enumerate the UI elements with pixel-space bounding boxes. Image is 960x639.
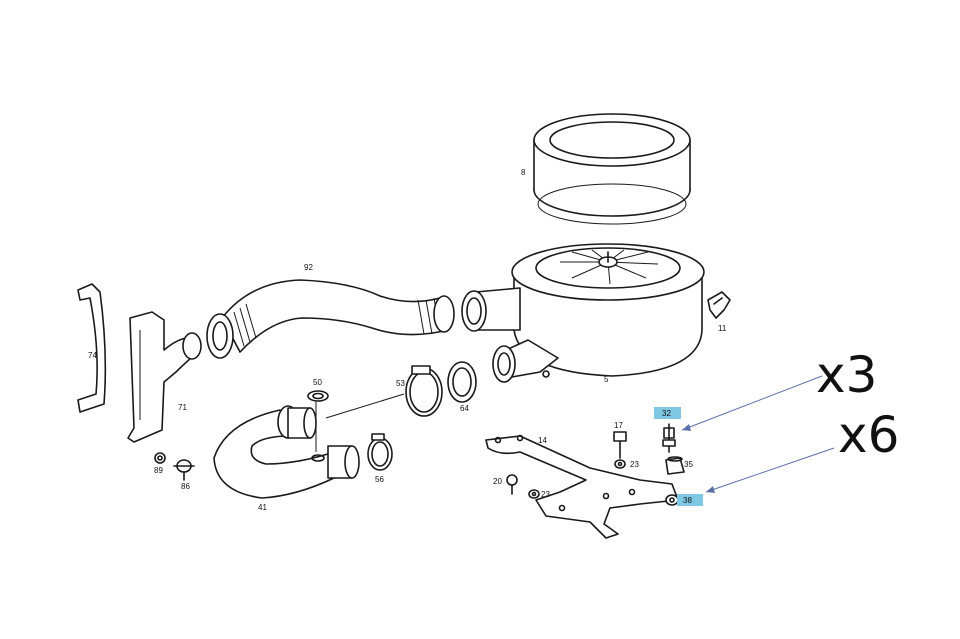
part-label-35: 35 [684, 460, 693, 469]
quantity-x3: x3 [816, 346, 877, 404]
part-label-53: 53 [396, 379, 405, 388]
highlight-box-32 [654, 407, 681, 419]
rubber-mount-stud [662, 423, 676, 453]
washer-upper [614, 459, 626, 469]
part-label-5: 5 [604, 375, 609, 384]
screw [506, 474, 518, 495]
part-label-8: 8 [521, 168, 526, 177]
part-label-20: 20 [493, 477, 502, 486]
part-label-23-upper: 23 [630, 460, 639, 469]
part-label-74: 74 [88, 351, 97, 360]
washer-lower [528, 489, 540, 499]
part-label-11: 11 [718, 324, 727, 333]
hex-bolt [613, 431, 627, 459]
nut [154, 452, 166, 464]
air-cleaner-housing [461, 243, 705, 383]
part-label-32: 32 [662, 409, 671, 418]
part-label-71: 71 [178, 403, 187, 412]
part-label-92: 92 [304, 263, 313, 272]
hex-nut [665, 494, 679, 506]
air-filter-element [533, 113, 691, 225]
part-label-89: 89 [154, 466, 163, 475]
part-label-38: 38 [683, 496, 692, 505]
arrow-x3 [681, 375, 823, 431]
part-label-56: 56 [375, 475, 384, 484]
air-duct [127, 311, 202, 443]
part-label-14: 14 [538, 436, 547, 445]
part-label-23-lower: 23 [541, 490, 550, 499]
sealing-ring [447, 361, 477, 403]
part-label-17: 17 [614, 421, 623, 430]
spring-clip [707, 291, 731, 319]
quantity-x6: x6 [838, 406, 899, 464]
part-label-50: 50 [313, 378, 322, 387]
leader-line [325, 393, 405, 419]
part-label-64: 64 [460, 404, 469, 413]
part-label-41: 41 [258, 503, 267, 512]
u-shaped-hose [213, 405, 360, 499]
bolt [173, 459, 195, 481]
highlight-box-38 [677, 494, 703, 506]
part-label-86: 86 [181, 482, 190, 491]
hose-clamp-large [405, 365, 443, 417]
rubber-cap [665, 456, 685, 475]
hose-clamp-small [367, 433, 393, 471]
support-bracket [77, 283, 107, 413]
arrow-x6 [705, 447, 835, 493]
intake-hose [206, 279, 455, 359]
mounting-bracket [485, 434, 679, 539]
